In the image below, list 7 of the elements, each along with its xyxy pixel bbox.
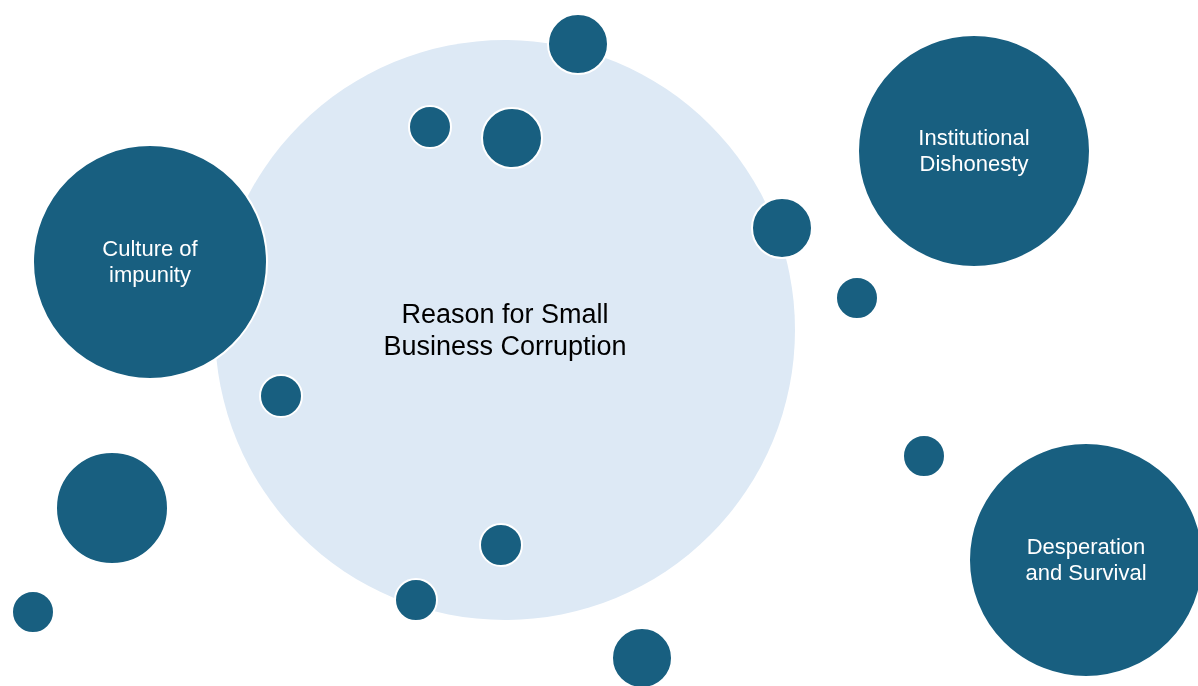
- empty-circle: [479, 523, 523, 567]
- node-label: Institutional Dishonesty: [917, 124, 1031, 178]
- node-label: Reason for Small Business Corruption: [382, 297, 628, 363]
- empty-circle: [408, 105, 452, 149]
- node-label: Desperation and Survival: [1024, 533, 1148, 587]
- node-label: Culture of impunity: [101, 235, 199, 289]
- empty-circle: [259, 374, 303, 418]
